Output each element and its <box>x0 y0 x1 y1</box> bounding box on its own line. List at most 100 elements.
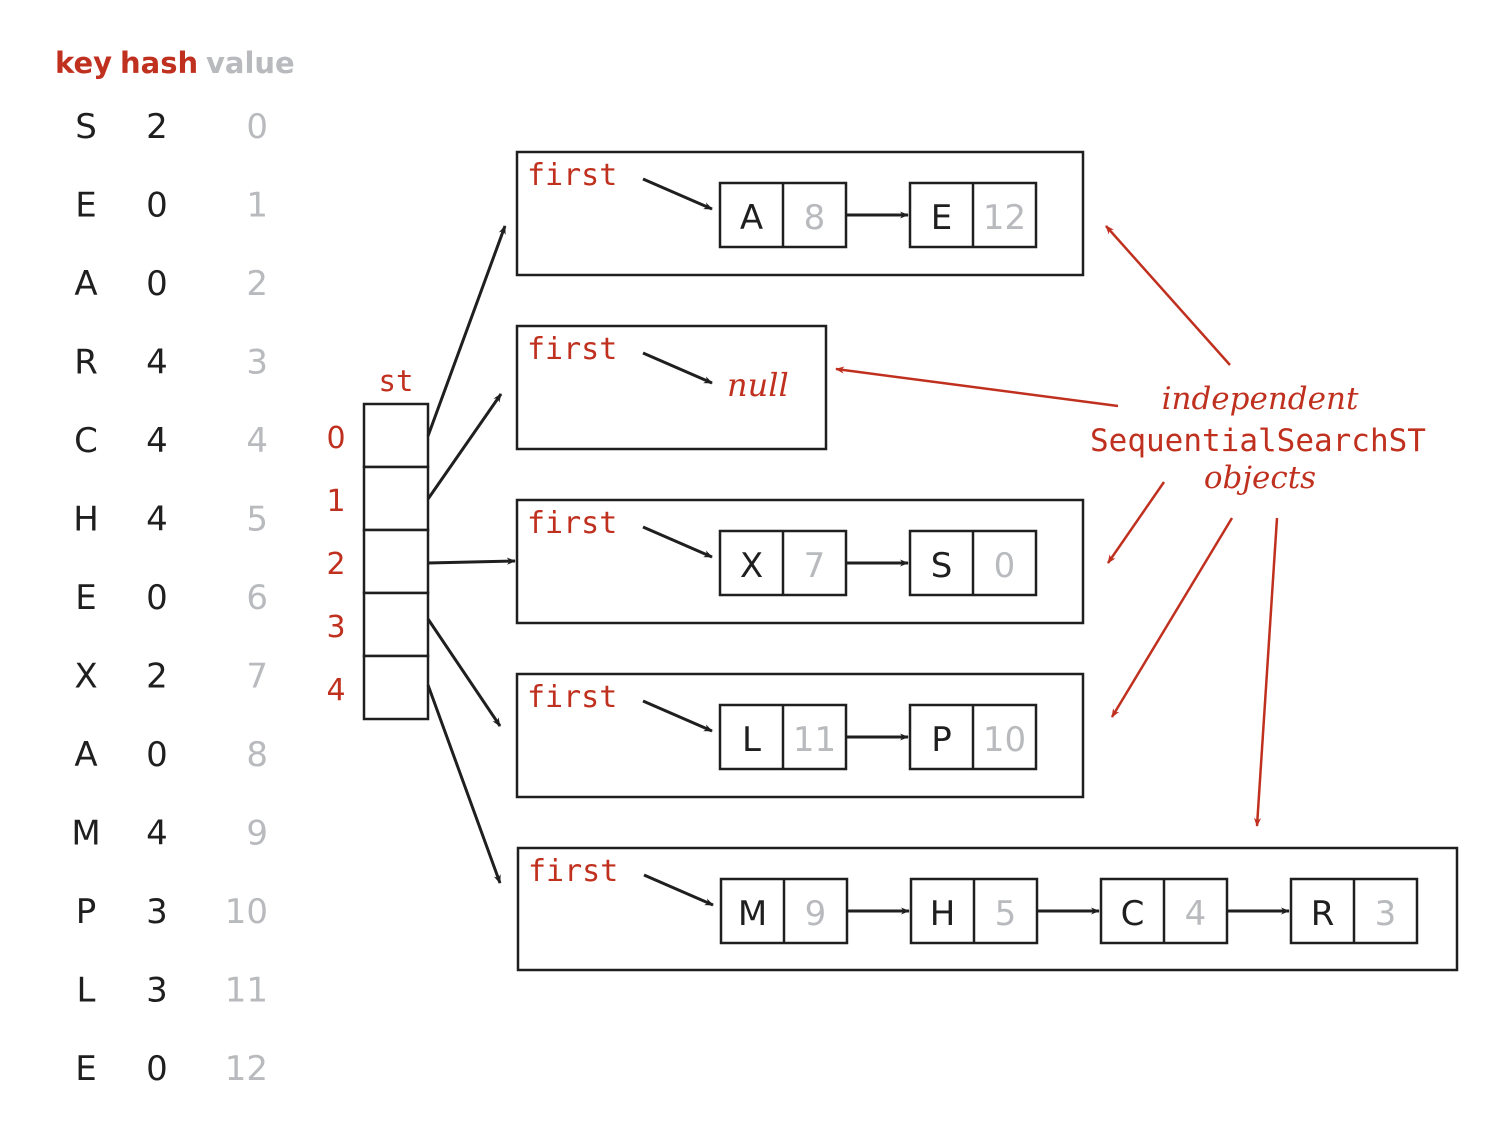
row-value: 9 <box>246 814 268 854</box>
table-row: A 0 2 <box>74 264 268 304</box>
row-hash: 0 <box>146 264 168 304</box>
table-row: H 4 5 <box>73 500 268 540</box>
node-key: M <box>738 894 767 934</box>
row-key: X <box>74 657 97 697</box>
first-pointer-arrow <box>642 351 713 385</box>
row-hash: 3 <box>146 892 168 932</box>
node-key: R <box>1311 894 1335 934</box>
table-row: E 0 1 <box>75 186 268 226</box>
header-hash: hash <box>120 46 198 80</box>
array-index: 1 <box>326 484 345 519</box>
first-label: first <box>527 680 617 715</box>
node-key: X <box>740 546 763 586</box>
array-index: 0 <box>326 421 345 456</box>
row-hash: 4 <box>146 421 168 461</box>
table-header: key hash value <box>55 46 295 80</box>
node-key: L <box>742 720 761 760</box>
bucket-pointer-arrow <box>426 225 507 437</box>
first-pointer-arrow <box>643 873 714 907</box>
list-node: L 11 <box>718 703 909 771</box>
node-value: 7 <box>804 546 826 586</box>
row-hash: 0 <box>146 186 168 226</box>
node-value: 12 <box>983 198 1026 238</box>
node-key: C <box>1121 894 1145 934</box>
null-label: null <box>727 366 789 404</box>
row-value: 3 <box>246 343 268 383</box>
node-key: H <box>930 894 956 934</box>
node-key: S <box>931 546 953 586</box>
row-key: E <box>75 578 96 618</box>
annotation-line1: independent <box>1162 381 1359 417</box>
first-label: first <box>527 332 617 367</box>
row-key: H <box>73 500 99 540</box>
row-key: L <box>77 971 96 1011</box>
row-value: 0 <box>246 107 268 147</box>
node-value: 8 <box>804 198 826 238</box>
array-cell <box>362 402 430 469</box>
array-cell <box>362 654 430 721</box>
row-value: 12 <box>225 1049 268 1089</box>
row-hash: 4 <box>146 814 168 854</box>
array-label: st <box>379 364 414 398</box>
sequential-search-st-box <box>515 672 1085 799</box>
row-key: C <box>74 421 98 461</box>
node-value: 9 <box>805 894 827 934</box>
row-value: 8 <box>246 735 268 775</box>
annotation-arrow-0 <box>1105 225 1231 366</box>
sequential-search-st-box <box>515 498 1085 625</box>
first-pointer-arrow <box>642 525 713 559</box>
row-value: 5 <box>246 500 268 540</box>
node-value: 5 <box>995 894 1017 934</box>
row-key: M <box>71 814 100 854</box>
first-pointer-arrow <box>642 177 713 211</box>
table-row: A 0 8 <box>74 735 268 775</box>
row-key: E <box>75 1049 96 1089</box>
row-key: E <box>75 186 96 226</box>
first-label: first <box>527 158 617 193</box>
row-key: A <box>74 735 97 775</box>
sequential-search-st-box <box>516 846 1459 972</box>
row-key: A <box>74 264 97 304</box>
chain-1: first null <box>426 324 828 500</box>
node-value: 4 <box>1185 894 1207 934</box>
row-hash: 4 <box>146 500 168 540</box>
table-row: C 4 4 <box>74 421 268 461</box>
node-value: 11 <box>793 720 836 760</box>
annotation-line2: SequentialSearchST <box>1090 423 1426 459</box>
node-key: A <box>740 198 763 238</box>
row-key: R <box>74 343 98 383</box>
row-hash: 0 <box>146 1049 168 1089</box>
sequential-search-st-box <box>515 150 1085 277</box>
row-hash: 4 <box>146 343 168 383</box>
row-hash: 3 <box>146 971 168 1011</box>
annotation-arrow-2 <box>1106 481 1166 564</box>
sequential-search-st-box <box>515 324 828 451</box>
row-key: S <box>75 107 97 147</box>
node-value: 10 <box>983 720 1026 760</box>
row-value: 2 <box>246 264 268 304</box>
row-value: 4 <box>246 421 268 461</box>
node-value: 0 <box>994 546 1016 586</box>
row-hash: 2 <box>146 657 168 697</box>
row-hash: 0 <box>146 735 168 775</box>
table-row: M 4 9 <box>71 814 268 854</box>
first-label: first <box>528 854 618 889</box>
row-value: 1 <box>246 186 268 226</box>
node-value: 3 <box>1375 894 1397 934</box>
